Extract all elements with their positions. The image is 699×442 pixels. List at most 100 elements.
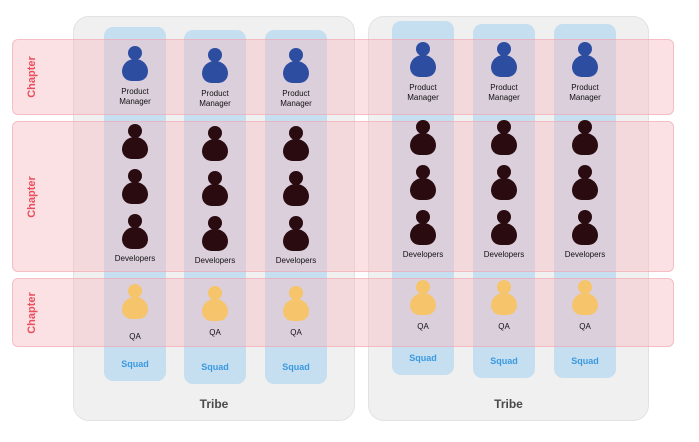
person-body [202,229,228,251]
person-head [416,280,430,294]
person-head [289,286,303,300]
person-body [122,297,148,319]
person-body [202,299,228,321]
person-body [410,55,436,77]
product-manager-icon [410,42,436,80]
person-body [572,223,598,245]
person-body [491,133,517,155]
person-body [283,299,309,321]
developer-icon [410,120,436,158]
product-manager-icon [122,46,148,84]
person-body [572,133,598,155]
qa-icon [122,284,148,322]
person-body [283,139,309,161]
developer-icon [491,165,517,203]
person-head [497,120,511,134]
squad-label: Squad [201,362,229,372]
person-head [497,210,511,224]
person-body [122,59,148,81]
developer-icon [202,216,228,254]
developer-icon [283,216,309,254]
qa-icon [283,286,309,324]
person-head [128,284,142,298]
product-manager-icon [202,48,228,86]
developer-icon [410,165,436,203]
qa-icon [410,280,436,318]
person-body [202,61,228,83]
person-head [128,214,142,228]
qa-label: QA [209,328,221,337]
chapter-label: Chapter [22,121,42,272]
product-manager-icon [491,42,517,80]
developers-label: Developers [564,250,606,259]
product-manager-icon [283,48,309,86]
squad-column: Squad [104,27,166,381]
chapter-label-text: Chapter [26,175,38,218]
product-manager-icon [572,42,598,80]
person-body [283,61,309,83]
tribe-label: Tribe [199,397,229,411]
qa-icon [202,286,228,324]
squad-label: Squad [409,353,437,363]
qa-icon [491,280,517,318]
developer-icon [202,171,228,209]
developers-label: Developers [402,250,444,259]
chapter-label: Chapter [22,39,42,115]
developer-icon [122,124,148,162]
squad-label: Squad [121,359,149,369]
person-head [128,46,142,60]
chapter-label: Chapter [22,278,42,347]
person-body [283,229,309,251]
developer-icon [491,210,517,248]
person-head [208,126,222,140]
qa-label: QA [579,322,591,331]
person-head [578,210,592,224]
person-body [283,184,309,206]
person-head [578,120,592,134]
person-head [497,42,511,56]
person-body [202,139,228,161]
person-body [202,184,228,206]
developer-icon [122,169,148,207]
person-head [416,210,430,224]
developer-icon [410,210,436,248]
developer-icon [202,126,228,164]
person-body [122,137,148,159]
squad-label: Squad [282,362,310,372]
person-head [208,216,222,230]
person-head [208,286,222,300]
product-manager-label: Product Manager [280,89,312,108]
product-manager-label: Product Manager [569,83,601,102]
squad-column: Squad [265,30,327,384]
person-head [289,216,303,230]
person-head [578,165,592,179]
qa-label: QA [417,322,429,331]
person-head [289,171,303,185]
developer-icon [572,165,598,203]
person-head [497,280,511,294]
tribe-label: Tribe [494,397,523,411]
person-body [122,182,148,204]
person-head [578,42,592,56]
developer-icon [283,171,309,209]
developers-label: Developers [194,256,236,265]
person-body [410,223,436,245]
developers-label: Developers [275,256,317,265]
person-head [416,42,430,56]
person-body [410,178,436,200]
squad-column: Squad [184,30,246,384]
product-manager-label: Product Manager [199,89,231,108]
person-body [572,55,598,77]
developer-icon [572,120,598,158]
person-body [122,227,148,249]
person-body [491,55,517,77]
qa-label: QA [290,328,302,337]
developer-icon [122,214,148,252]
chapter-label-text: Chapter [26,56,38,98]
person-head [208,171,222,185]
qa-icon [572,280,598,318]
person-head [289,48,303,62]
person-body [572,178,598,200]
person-body [491,293,517,315]
person-body [410,293,436,315]
